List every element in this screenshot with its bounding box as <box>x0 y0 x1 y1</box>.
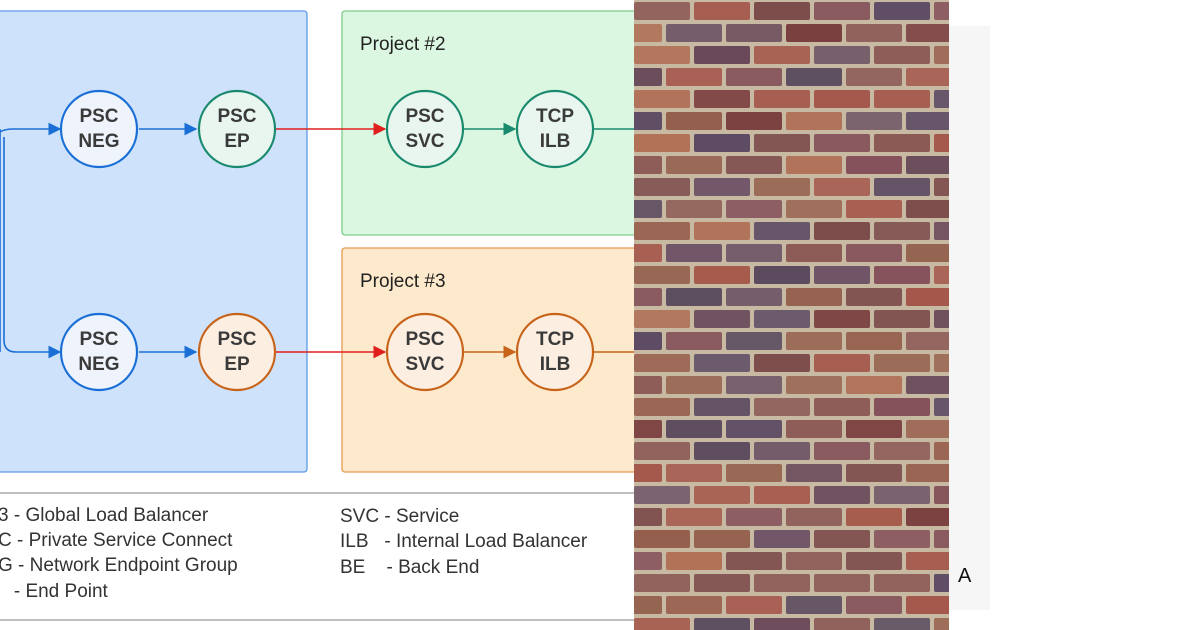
node-tcp-ilb-2: TCP ILB <box>515 312 595 392</box>
node-label-line2: EP <box>224 354 250 375</box>
node-label-line1: PSC <box>405 329 444 350</box>
node-label-line1: PSC <box>79 106 118 127</box>
side-letter: A <box>958 565 972 587</box>
node-label-line1: PSC <box>217 106 256 127</box>
node-label-line1: PSC <box>79 329 118 350</box>
node-label-line1: PSC <box>405 106 444 127</box>
brick-wall-image <box>634 0 949 630</box>
project-1-container <box>0 10 308 473</box>
node-psc-svc-2: PSC SVC <box>385 312 465 392</box>
legend-item: G - Network Endpoint Group <box>0 555 238 576</box>
project-3-title: Project #3 <box>360 271 446 292</box>
node-label-line2: ILB <box>540 131 571 152</box>
node-label-line2: NEG <box>78 354 119 375</box>
legend-item: - End Point <box>0 581 109 602</box>
architecture-diagram: Project #2 Project #3 PSC NEG PSC EP PSC… <box>0 10 634 621</box>
node-tcp-ilb-1: TCP ILB <box>515 89 595 169</box>
node-psc-svc-1: PSC SVC <box>385 89 465 169</box>
node-label-line2: ILB <box>540 354 571 375</box>
node-label-line2: NEG <box>78 131 119 152</box>
node-psc-neg-1: PSC NEG <box>59 89 139 169</box>
node-psc-neg-2: PSC NEG <box>59 312 139 392</box>
side-panel <box>949 26 990 610</box>
node-label-line2: SVC <box>405 354 444 375</box>
node-label-line2: EP <box>224 131 250 152</box>
legend-item: SVC - Service <box>340 506 459 527</box>
legend-item: C - Private Service Connect <box>0 530 233 551</box>
branch-top-arrow <box>0 122 62 136</box>
node-label-line2: SVC <box>405 131 444 152</box>
legend-item: 3 - Global Load Balancer <box>0 505 209 526</box>
project-2-container <box>341 10 634 236</box>
node-psc-ep-2: PSC EP <box>197 312 277 392</box>
node-psc-ep-1: PSC EP <box>197 89 277 169</box>
node-label-line1: PSC <box>217 329 256 350</box>
branch-bottom-arrow <box>3 339 62 359</box>
project-2-title: Project #2 <box>360 34 446 55</box>
node-label-line1: TCP <box>536 106 574 127</box>
legend-item: ILB - Internal Load Balancer <box>340 531 588 552</box>
project-3-container <box>341 247 634 473</box>
node-label-line1: TCP <box>536 329 574 350</box>
legend-item: BE - Back End <box>340 557 479 578</box>
